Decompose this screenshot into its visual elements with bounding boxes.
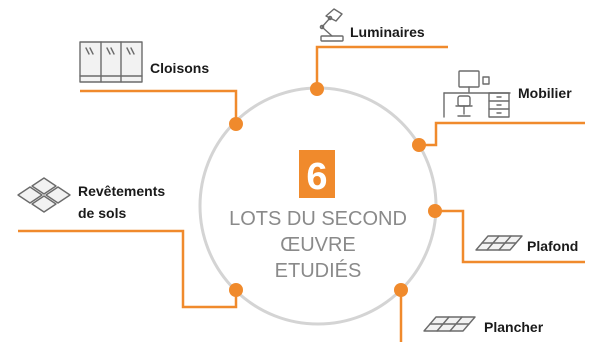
dot-mobilier bbox=[412, 138, 426, 152]
connector-plafond bbox=[435, 209, 585, 264]
label-cloisons: Cloisons bbox=[150, 60, 209, 76]
center-line-2: ŒUVRE bbox=[280, 234, 356, 256]
glass-partition-icon bbox=[79, 41, 143, 83]
center-line-1: LOTS DU SECOND bbox=[229, 208, 407, 230]
label-luminaires: Luminaires bbox=[350, 24, 425, 40]
dot-luminaires bbox=[310, 82, 324, 96]
connector-mobilier bbox=[419, 121, 585, 147]
label-revetements-2: de sols bbox=[78, 205, 126, 221]
floor-tiles-icon bbox=[17, 177, 71, 213]
center-number-box bbox=[299, 150, 335, 198]
center-number: 6 bbox=[306, 156, 327, 198]
connector-revetements bbox=[18, 229, 238, 309]
dot-cloisons bbox=[229, 117, 243, 131]
connector-cloisons bbox=[80, 89, 238, 124]
connector-dots bbox=[229, 82, 442, 297]
desk-lamp-icon bbox=[319, 8, 344, 42]
connector-luminaires bbox=[315, 45, 448, 89]
center-line-3: ETUDIÉS bbox=[275, 259, 362, 282]
dot-plancher bbox=[394, 283, 408, 297]
label-plafond: Plafond bbox=[527, 238, 578, 254]
desk-furniture-icon bbox=[443, 70, 511, 118]
dot-plafond bbox=[428, 204, 442, 218]
connector-lines bbox=[18, 45, 585, 342]
label-plancher: Plancher bbox=[484, 319, 544, 335]
label-revetements-1: Revêtements bbox=[78, 183, 165, 199]
dot-revetements bbox=[229, 283, 243, 297]
floor-grid-icon bbox=[423, 316, 476, 332]
label-mobilier: Mobilier bbox=[518, 85, 572, 101]
ceiling-grid-icon bbox=[475, 235, 523, 251]
